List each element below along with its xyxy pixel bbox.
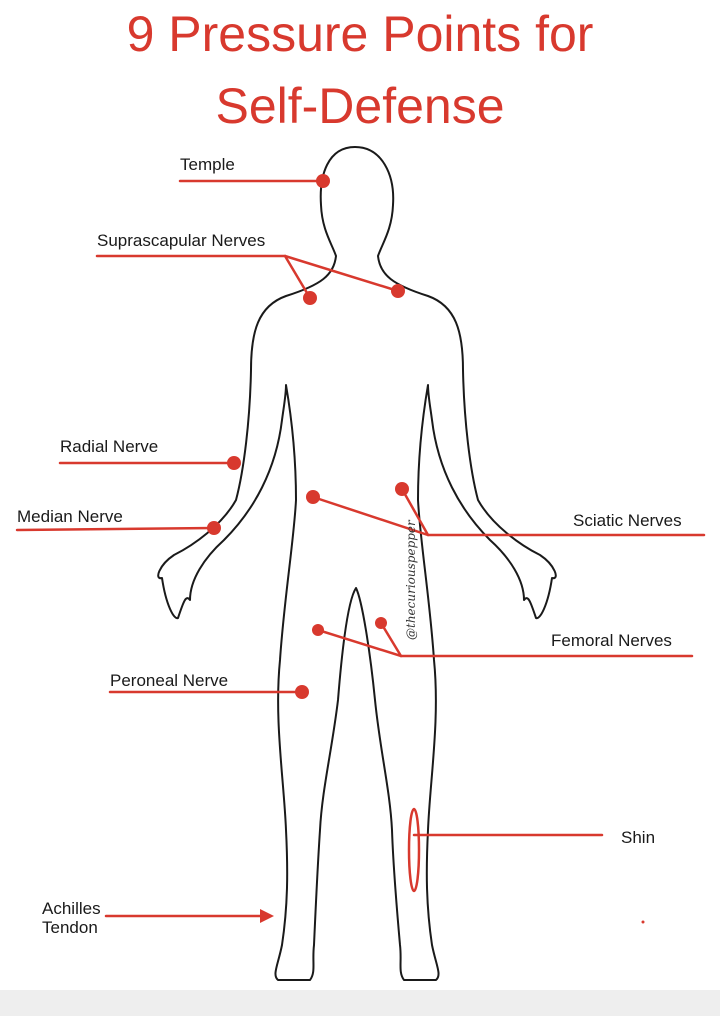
suprascapular-dot-left <box>303 291 317 305</box>
page-title-line-1: 9 Pressure Points for <box>126 6 594 62</box>
label-radial-nerve: Radial Nerve <box>60 437 159 456</box>
radial-dot <box>227 456 241 470</box>
page-title-line-2: Self-Defense <box>215 78 505 134</box>
peroneal-dot <box>295 685 309 699</box>
median-pointer-line <box>15 526 216 532</box>
suprascapular-pointer-branch <box>283 254 400 293</box>
label-sciatic-nerves: Sciatic Nerves <box>573 511 682 530</box>
label-median-nerve: Median Nerve <box>17 507 123 526</box>
label-shin: Shin <box>621 828 656 847</box>
median-dot <box>207 521 221 535</box>
sciatic-dot-left <box>306 490 320 504</box>
bottom-bar <box>0 990 720 1016</box>
sciatic-pointer-branch <box>400 487 430 537</box>
suprascapular-dot-right <box>391 284 405 298</box>
suprascapular-pointer-line <box>95 254 312 300</box>
stray-dot <box>641 920 645 924</box>
label-achilles-line-2: Tendon <box>42 918 98 937</box>
femoral-pointer-branch <box>379 621 403 658</box>
label-achilles-line-1: Achilles <box>42 899 101 918</box>
watermark-signature: @thecuriouspepper <box>404 520 418 640</box>
label-suprascapular-nerves: Suprascapular Nerves <box>97 231 266 250</box>
temple-dot <box>316 174 330 188</box>
achilles-arrowhead <box>260 909 274 923</box>
femoral-dot-left <box>312 624 324 636</box>
label-temple: Temple <box>180 155 235 174</box>
body-outline <box>157 146 557 981</box>
label-peroneal-nerve: Peroneal Nerve <box>110 671 229 690</box>
pressure-point-dots <box>207 174 645 924</box>
label-femoral-nerves: Femoral Nerves <box>551 631 672 650</box>
shin-marker <box>407 807 421 893</box>
sciatic-dot-right <box>395 482 409 496</box>
pointer-lines <box>15 179 706 918</box>
femoral-dot-right <box>375 617 387 629</box>
